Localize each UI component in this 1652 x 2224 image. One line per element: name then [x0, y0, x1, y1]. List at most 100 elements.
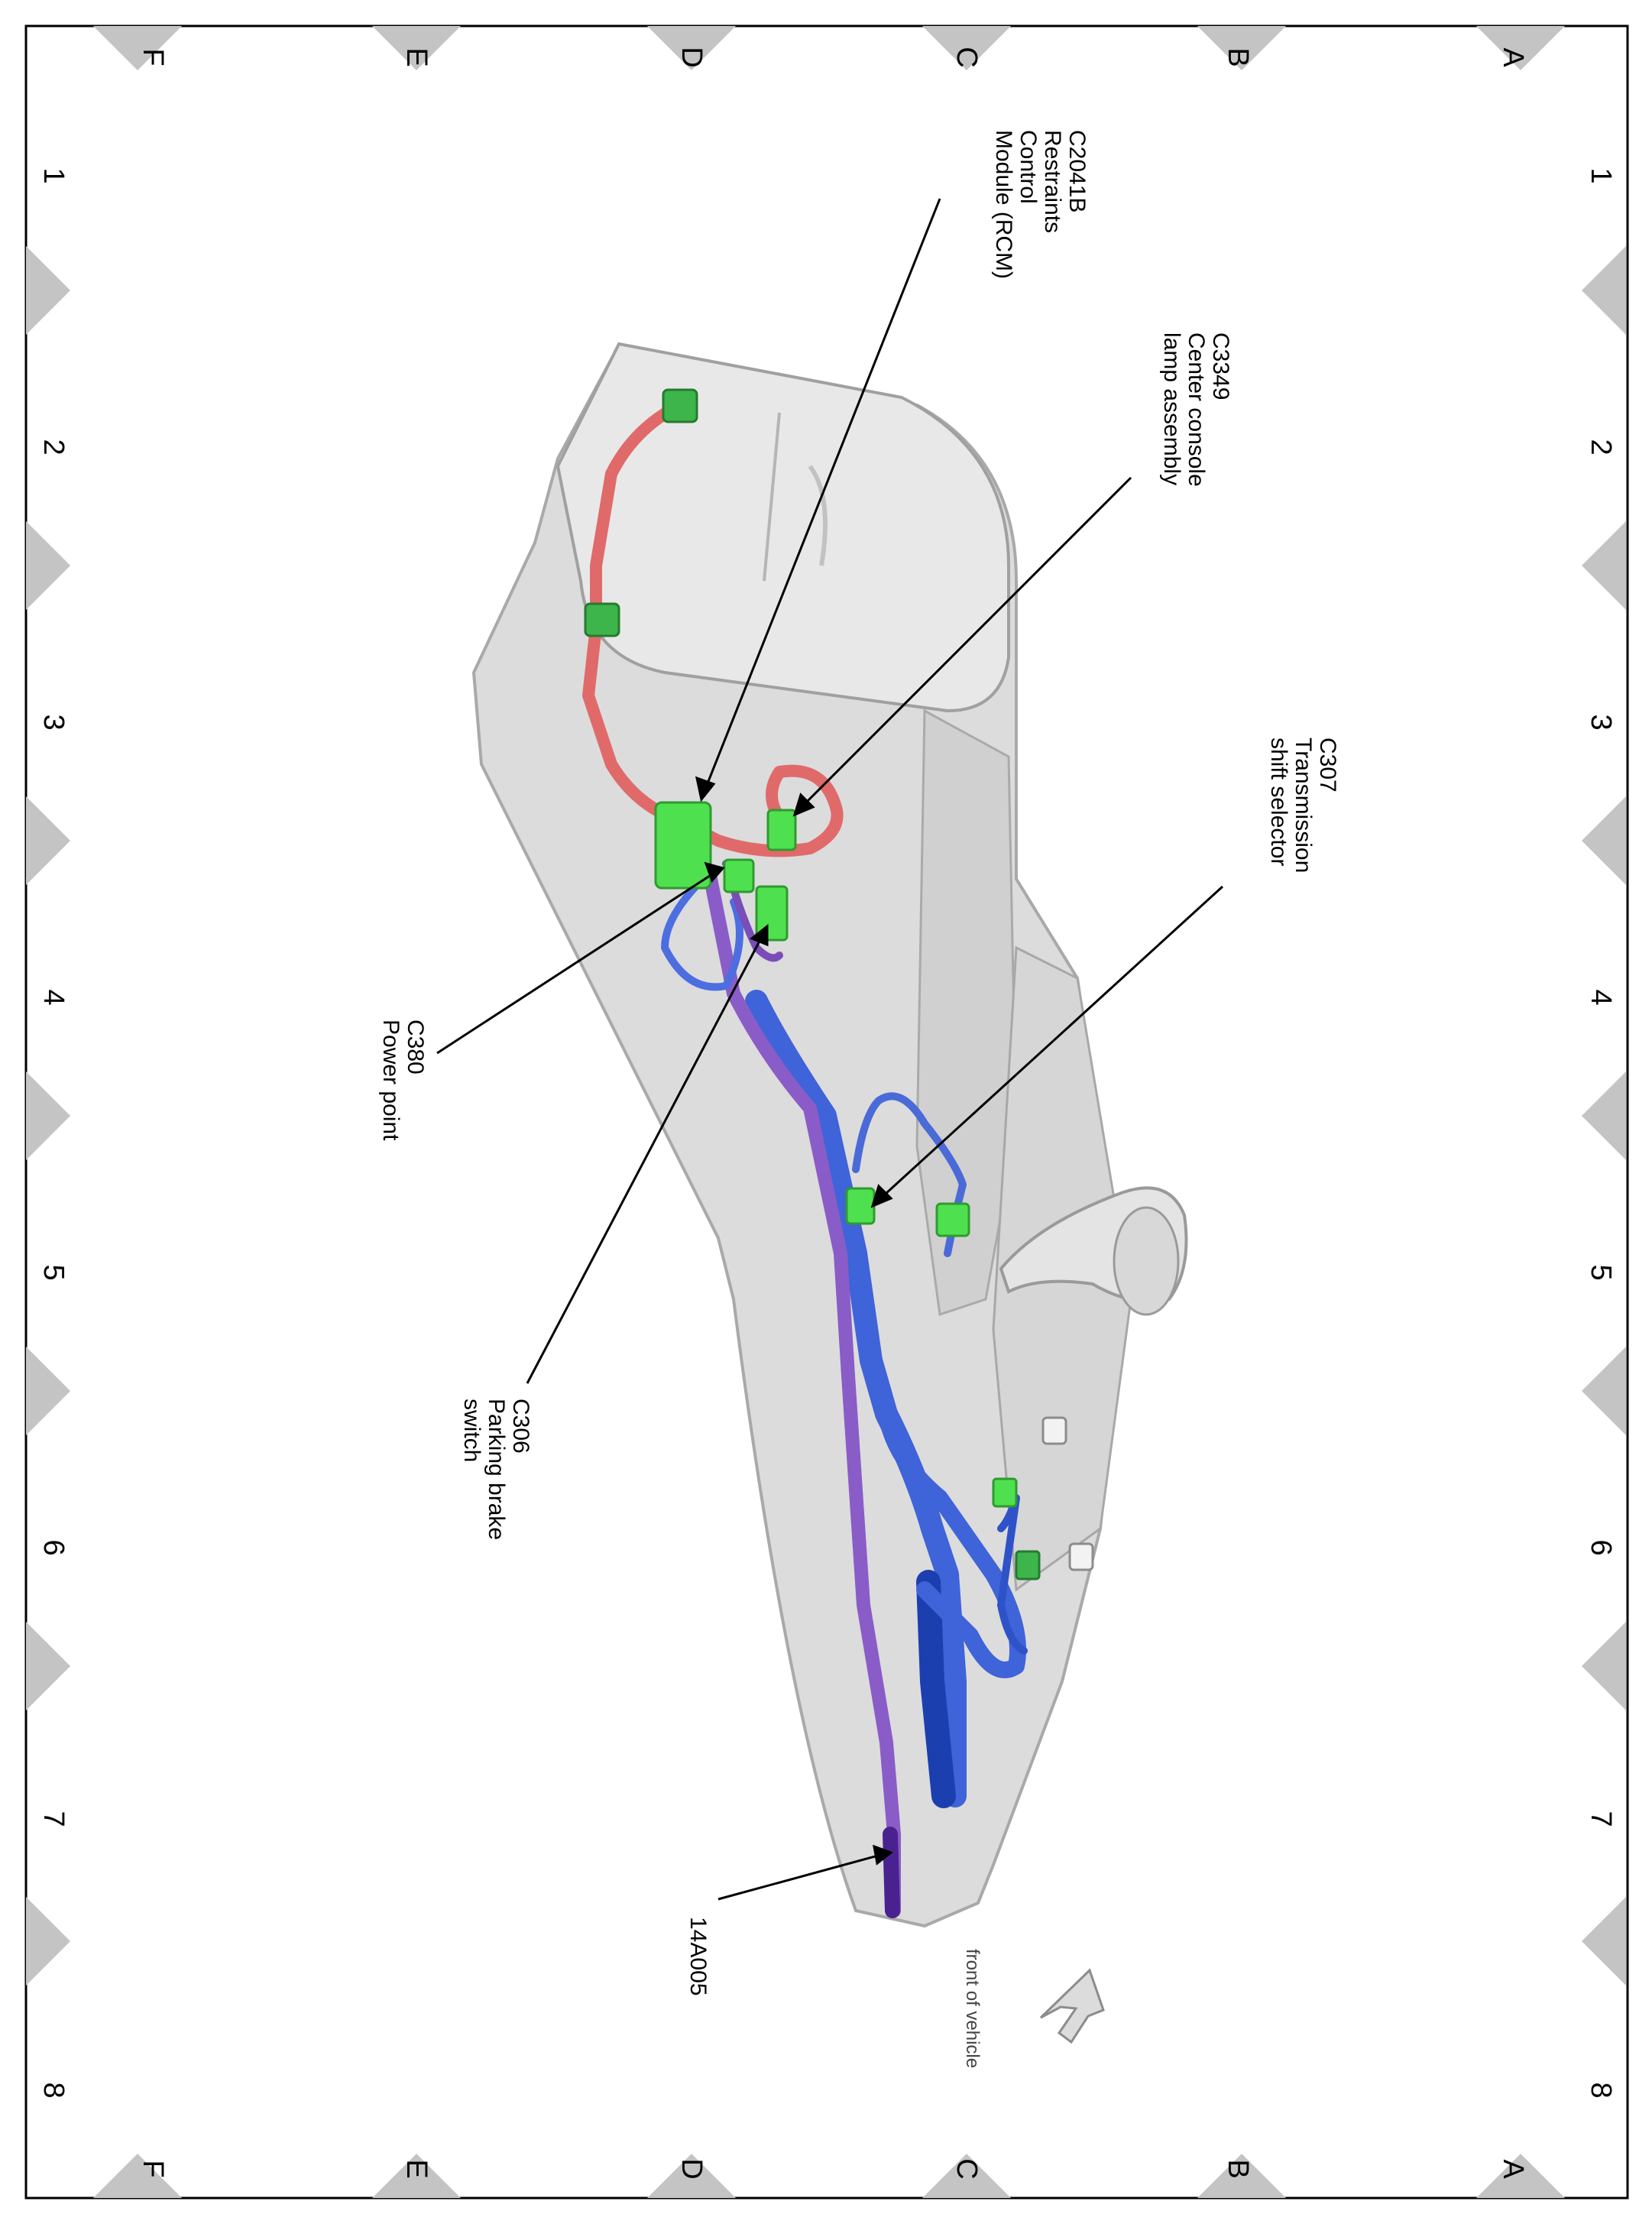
leader-c2041b: [701, 198, 941, 796]
grid-marker-right-1: [1582, 246, 1626, 335]
harness-blue-lead-power: [661, 875, 743, 991]
grid-marker-right-3: [1582, 796, 1626, 885]
callout-c380: C380 Power point: [378, 1020, 428, 1141]
callout-c3349-line-1: C3349: [1208, 332, 1233, 400]
grid-col-left-1: 1: [37, 167, 70, 183]
grid-marker-top-4: [922, 26, 1011, 70]
grid-col-right-2: 2: [1585, 439, 1617, 455]
callout-c307-line-1: C307: [1315, 738, 1340, 793]
leader-c307: [876, 885, 1224, 1203]
wiring-harness: [582, 399, 1028, 1918]
grid-marker-left-1: [26, 246, 70, 335]
harness-blue-lead-upper: [997, 1494, 1028, 1655]
callout-14a005-line-1: 14A005: [685, 1917, 711, 1995]
callout-c306-line-3: switch: [459, 1399, 484, 1462]
callout-c306-line-2: Parking brake: [484, 1399, 509, 1540]
grid-marker-bottom-4: [922, 2154, 1011, 2198]
shift-knob: [1113, 1206, 1180, 1316]
grid-row-bottom-C: C: [951, 2158, 983, 2179]
grid-row-bottom-B: B: [1222, 2159, 1254, 2178]
grid-marker-top-1: [93, 26, 182, 70]
grid-row-top-B: B: [1222, 47, 1254, 66]
grid-edge-markers: [26, 26, 1626, 2198]
grid-marker-top-6: [1476, 26, 1565, 70]
grid-row-top-A: A: [1497, 47, 1529, 67]
grid-marker-bottom-6: [1476, 2154, 1565, 2198]
grid-row-top-C: C: [951, 47, 983, 67]
callout-c307: C307 Transmission shift selector: [1266, 738, 1340, 880]
console-lid-groove: [808, 465, 828, 566]
harness-blue-loop: [878, 1405, 1026, 1678]
grid-marker-right-2: [1582, 521, 1626, 610]
callout-c307-line-3: shift selector: [1266, 738, 1291, 866]
connector-upper-switch: [992, 1477, 1018, 1508]
grid-marker-right-4: [1582, 1071, 1626, 1160]
console-armrest-lid: [556, 342, 1010, 713]
console-lid-seam: [763, 412, 781, 582]
grid-row-top-D: D: [675, 47, 708, 67]
grid-marker-bottom-2: [372, 2154, 461, 2198]
front-of-vehicle-indicator: front of vehicle: [962, 1949, 1105, 2068]
leader-c306: [526, 932, 766, 1384]
grid-col-right-6: 6: [1585, 1539, 1617, 1555]
callout-c3349-line-2: Center console: [1184, 332, 1209, 487]
grid-marker-bottom-1: [93, 2154, 182, 2198]
grid-col-right-1: 1: [1585, 167, 1617, 183]
grid-marker-right-7: [1582, 1897, 1626, 1986]
grid-col-right-4: 4: [1585, 989, 1617, 1005]
arrowhead-c2041b: [695, 776, 716, 802]
grid-marker-left-5: [26, 1347, 70, 1435]
arrowhead-c380: [704, 861, 725, 883]
grid-marker-top-3: [647, 26, 736, 70]
console-switch-lower: [1068, 1542, 1094, 1571]
callout-c306: C306 Parking brake switch: [459, 1399, 533, 1546]
callout-c2041b: C2041B Restraints Control Module (RCM): [991, 130, 1090, 279]
grid-row-top-E: E: [400, 47, 432, 66]
connector-c380: [723, 858, 755, 893]
callout-c2041b-line-2: Restraints: [1040, 130, 1065, 233]
callout-c380-line-1: C380: [403, 1020, 428, 1075]
callout-c2041b-line-1: C2041B: [1064, 130, 1090, 212]
harness-dark-blue-branch: [916, 1570, 956, 1808]
grid-col-left-5: 5: [37, 1264, 70, 1280]
grid-marker-top-5: [1197, 26, 1286, 70]
grid-marker-left-6: [26, 1622, 70, 1710]
grid-col-left-2: 2: [37, 439, 70, 455]
grid-col-left-6: 6: [37, 1539, 70, 1555]
leader-lines: [436, 198, 1224, 1901]
grid-marker-top-2: [372, 26, 461, 70]
grid-marker-left-4: [26, 1071, 70, 1160]
grid-col-left-4: 4: [37, 989, 70, 1005]
connector-shift-aux: [935, 1202, 970, 1237]
grid-marker-left-2: [26, 521, 70, 610]
grid-col-right-5: 5: [1585, 1264, 1617, 1280]
grid-col-left-3: 3: [37, 714, 70, 730]
grid-marker-bottom-3: [647, 2154, 736, 2198]
callout-c306-line-1: C306: [508, 1399, 533, 1454]
callout-c307-line-2: Transmission: [1291, 738, 1316, 873]
leader-c380: [436, 870, 717, 1055]
arrowhead-c306: [750, 923, 769, 947]
leader-14a005: [717, 1852, 887, 1901]
connector-c307: [845, 1187, 876, 1225]
grid-col-left-8: 8: [37, 2082, 70, 2098]
grid-marker-left-7: [26, 1897, 70, 1986]
harness-purple-trunk: [704, 872, 901, 1918]
callout-c3349-line-3: lamp assembly: [1159, 332, 1184, 485]
grid-row-bottom-D: D: [675, 2158, 708, 2179]
connector-lower-switch: [1015, 1550, 1041, 1580]
grid-marker-right-5: [1582, 1347, 1626, 1435]
callout-c2041b-line-4: Module (RCM): [991, 130, 1016, 279]
callout-c3349: C3349 Center console lamp assembly: [1159, 332, 1233, 493]
front-of-vehicle-arrow-icon: [1039, 1968, 1105, 2044]
arrowhead-14a005: [873, 1844, 894, 1866]
grid-row-bottom-E: E: [400, 2159, 432, 2178]
grid-col-right-7: 7: [1585, 1811, 1617, 1827]
harness-dark-purple-end: [883, 1827, 900, 1918]
grid-col-right-8: 8: [1585, 2082, 1617, 2098]
connector-c306: [755, 885, 789, 942]
grid-row-bottom-A: A: [1497, 2159, 1529, 2179]
callout-c2041b-line-3: Control: [1015, 130, 1041, 204]
callout-c380-line-2: Power point: [378, 1020, 403, 1141]
